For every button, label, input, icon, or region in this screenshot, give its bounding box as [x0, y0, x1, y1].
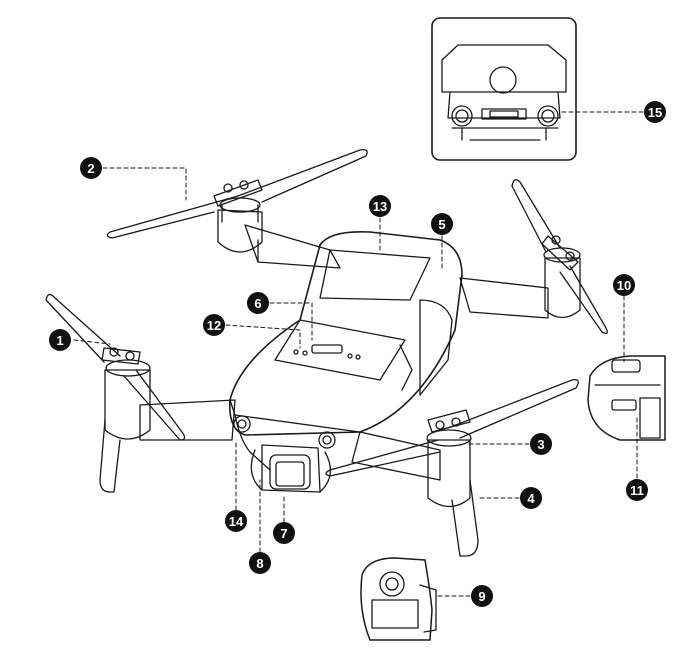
callout-1: 1 — [49, 329, 71, 351]
rear-left-propeller — [106, 148, 368, 239]
leader-lines — [73, 111, 644, 597]
callout-11-label: 11 — [630, 483, 644, 498]
callout-12-label: 12 — [207, 318, 221, 333]
rear-right-arm — [459, 247, 581, 319]
callout-5-label: 5 — [438, 217, 445, 232]
callout-15-label: 15 — [648, 105, 662, 120]
callout-2: 2 — [80, 157, 102, 179]
callout-13-label: 13 — [373, 199, 387, 214]
callout-4: 4 — [520, 487, 542, 509]
callout-7-label: 7 — [280, 526, 287, 541]
rear-left-arm — [217, 197, 341, 269]
callout-9: 9 — [471, 585, 493, 607]
callout-3-label: 3 — [537, 437, 544, 452]
callout-14: 14 — [225, 510, 247, 532]
usb-port-inset — [587, 355, 666, 441]
callout-4-label: 4 — [527, 491, 535, 506]
callout-6-label: 6 — [254, 296, 261, 311]
rear-view-inset — [431, 17, 577, 161]
front-left-arm — [99, 359, 236, 493]
front-right-propeller — [325, 379, 579, 477]
callout-1-label: 1 — [56, 333, 63, 348]
callout-9-label: 9 — [478, 589, 485, 604]
callout-7: 7 — [273, 522, 295, 544]
callout-8: 8 — [249, 552, 271, 574]
drone-body — [228, 230, 463, 471]
callout-2-label: 2 — [87, 161, 94, 176]
callout-10: 10 — [613, 274, 635, 296]
callout-13: 13 — [369, 195, 391, 217]
gimbal-cover — [360, 557, 437, 641]
front-right-light — [318, 431, 336, 449]
front-left-light — [233, 415, 251, 433]
callout-15: 15 — [644, 101, 666, 123]
callout-14-label: 14 — [229, 514, 244, 529]
callout-3: 3 — [530, 433, 552, 455]
callout-5: 5 — [431, 213, 453, 235]
callout-10-label: 10 — [617, 278, 631, 293]
callout-6: 6 — [247, 292, 269, 314]
callout-12: 12 — [203, 314, 225, 336]
callout-8-label: 8 — [256, 556, 263, 571]
gimbal-camera — [250, 444, 332, 493]
front-right-arm — [351, 429, 479, 557]
front-left-propeller — [45, 293, 186, 441]
callout-11: 11 — [626, 479, 648, 501]
rear-right-propeller — [511, 179, 608, 334]
